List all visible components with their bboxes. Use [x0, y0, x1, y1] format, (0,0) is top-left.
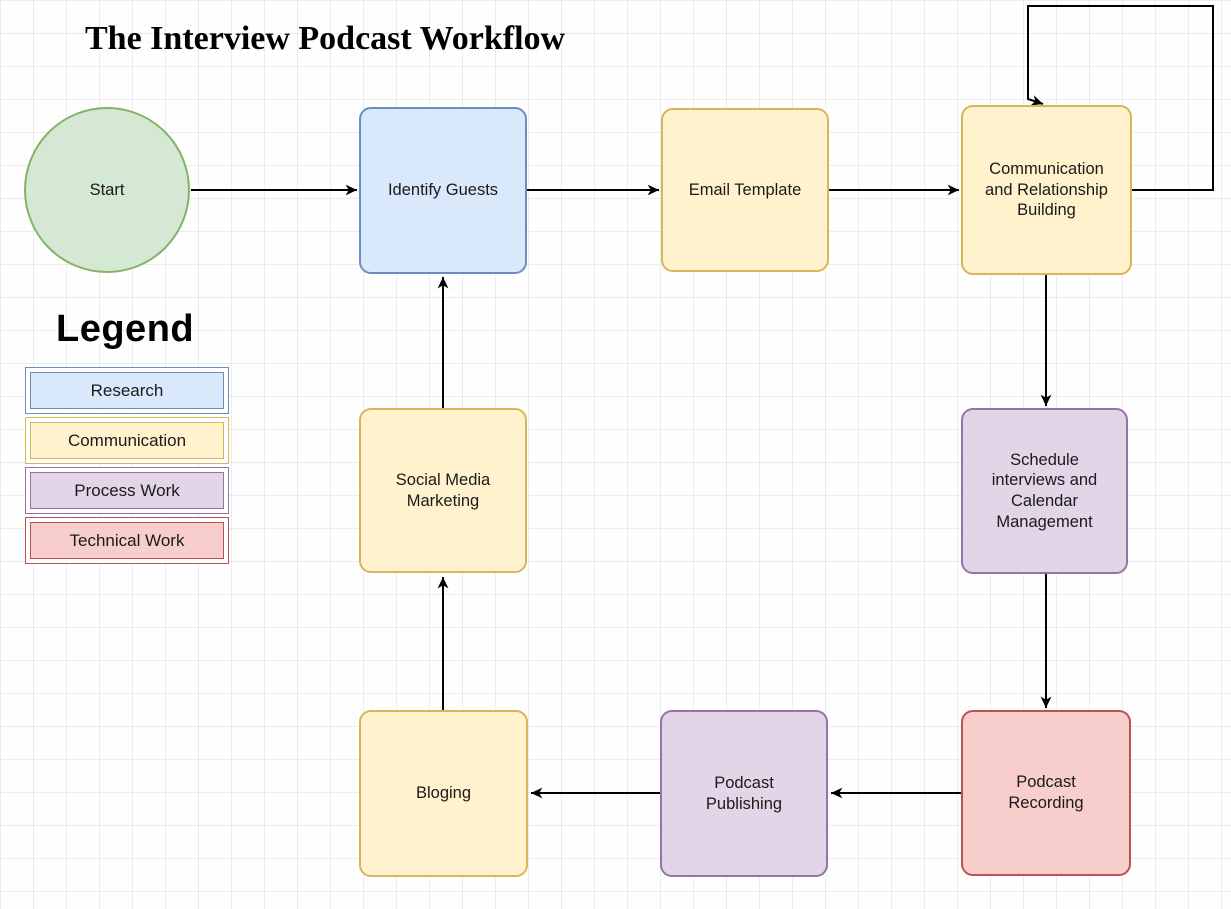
legend-item-communication[interactable]: Communication [25, 417, 229, 464]
legend-item-communication-label: Communication [67, 430, 187, 450]
node-start-label: Start [89, 180, 125, 199]
legend-item-technical-work[interactable]: Technical Work [25, 517, 229, 564]
node-social-media-marketing-label: Social Media Marketing [395, 470, 491, 510]
node-social-media-marketing[interactable]: Social Media Marketing [359, 408, 527, 573]
legend-title: Legend [56, 308, 195, 350]
legend-item-research[interactable]: Research [25, 367, 229, 414]
node-podcast-recording-label: Podcast Recording [1008, 773, 1084, 812]
legend-item-technical-work-swatch: Technical Work [30, 522, 224, 559]
legend-item-process-work[interactable]: Process Work [25, 467, 229, 514]
node-identify-guests[interactable]: Identify Guests [359, 107, 527, 274]
node-email-template-label: Email Template [688, 180, 802, 199]
node-podcast-publishing-label: Podcast Publishing [705, 773, 783, 813]
node-podcast-recording[interactable]: Podcast Recording [961, 710, 1131, 876]
node-bloging[interactable]: Bloging [359, 710, 528, 877]
diagram-title: The Interview Podcast Workflow [85, 20, 566, 57]
edge-communication-self-loop[interactable] [1027, 5, 1214, 191]
node-communication-building[interactable]: Communication and Relationship Building [961, 105, 1132, 275]
node-communication-building-label: Communication and Relationship Building [985, 160, 1108, 220]
node-start[interactable]: Start [24, 107, 190, 273]
node-identify-guests-label: Identify Guests [387, 181, 499, 200]
node-bloging-label: Bloging [415, 784, 472, 803]
legend-item-technical-work-label: Technical Work [69, 530, 185, 550]
legend-item-research-swatch: Research [30, 372, 224, 409]
legend-item-research-label: Research [90, 380, 164, 400]
node-schedule-interviews[interactable]: Schedule interviews and Calendar Managem… [961, 408, 1128, 574]
legend-item-process-work-swatch: Process Work [30, 472, 224, 509]
legend-item-process-work-label: Process Work [74, 480, 180, 500]
node-schedule-interviews-label: Schedule interviews and Calendar Managem… [991, 450, 1098, 531]
legend-item-communication-swatch: Communication [30, 422, 224, 459]
node-podcast-publishing[interactable]: Podcast Publishing [660, 710, 828, 877]
node-email-template[interactable]: Email Template [661, 108, 829, 272]
legend: Research Communication Process Work Tech… [25, 367, 229, 567]
